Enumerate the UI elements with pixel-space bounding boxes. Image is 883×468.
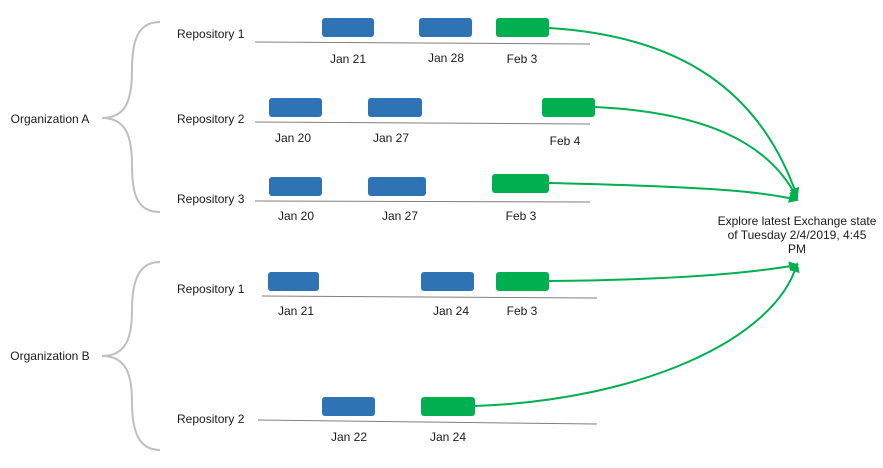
date-label: Jan 24 — [430, 430, 466, 444]
org-a-repo-3-label: Repository 3 — [177, 192, 245, 206]
snapshot-org-a-repo-1-jan-21[interactable] — [322, 18, 374, 37]
snapshot-org-b-repo-1-jan-21[interactable] — [268, 272, 319, 291]
connector-org-a-repo-1 — [548, 27, 800, 198]
date-label: Feb 3 — [507, 52, 538, 66]
connector-org-a-repo-2 — [594, 106, 798, 200]
org-a-repo-2-label: Repository 2 — [177, 112, 245, 126]
snapshot-org-b-repo-1-jan-24[interactable] — [421, 272, 474, 291]
org-b-repo-2-label: Repository 2 — [177, 412, 245, 426]
snapshot-org-a-repo-2-jan-27[interactable] — [368, 98, 422, 117]
explore-target-line-3: PM — [788, 242, 806, 256]
explore-target-line-2: of Tuesday 2/4/2019, 4:45 — [728, 228, 867, 242]
connector-org-b-repo-1 — [548, 261, 799, 282]
connector-org-b-repo-2 — [474, 262, 800, 407]
snapshot-org-a-repo-3-feb-3-latest[interactable] — [492, 174, 549, 193]
explore-target-line-1: Explore latest Exchange state — [718, 214, 877, 228]
snapshot-org-a-repo-2-jan-20[interactable] — [269, 98, 322, 117]
org-b-brace — [101, 261, 161, 451]
snapshot-org-b-repo-2-jan-24-latest[interactable] — [421, 397, 475, 416]
date-label: Feb 3 — [507, 304, 538, 318]
org-a-repo-2-timeline — [254, 121, 591, 125]
snapshot-org-a-repo-3-jan-27[interactable] — [368, 177, 426, 196]
date-label: Jan 27 — [382, 209, 418, 223]
date-label: Jan 20 — [278, 209, 314, 223]
snapshot-org-a-repo-1-feb-3-latest[interactable] — [496, 18, 549, 37]
org-a-repo-1-label: Repository 1 — [177, 27, 245, 41]
date-label: Jan 28 — [428, 51, 464, 65]
snapshot-org-b-repo-1-feb-3-latest[interactable] — [496, 272, 549, 291]
date-label: Jan 21 — [330, 52, 366, 66]
org-a-repo-3-timeline — [254, 200, 591, 203]
date-label: Jan 22 — [331, 430, 367, 444]
org-a-brace — [101, 21, 161, 213]
connector-org-a-repo-3 — [548, 182, 799, 203]
org-b-repo-1-label: Repository 1 — [177, 282, 245, 296]
snapshot-org-a-repo-2-feb-4-latest[interactable] — [542, 98, 595, 117]
date-label: Feb 4 — [550, 134, 581, 148]
org-b-repo-1-timeline — [261, 295, 598, 299]
snapshot-org-b-repo-2-jan-22[interactable] — [322, 397, 375, 416]
org-b-label: Organization B — [10, 349, 89, 363]
date-label: Jan 21 — [278, 304, 314, 318]
date-label: Jan 27 — [373, 131, 409, 145]
date-label: Jan 24 — [433, 304, 469, 318]
snapshot-org-a-repo-3-jan-20[interactable] — [269, 177, 322, 196]
date-label: Feb 3 — [506, 209, 537, 223]
snapshot-org-a-repo-1-jan-28[interactable] — [419, 18, 472, 37]
org-a-label: Organization A — [11, 112, 90, 126]
date-label: Jan 20 — [275, 131, 311, 145]
org-a-repo-1-timeline — [254, 41, 591, 45]
org-b-repo-2-timeline — [257, 419, 598, 425]
